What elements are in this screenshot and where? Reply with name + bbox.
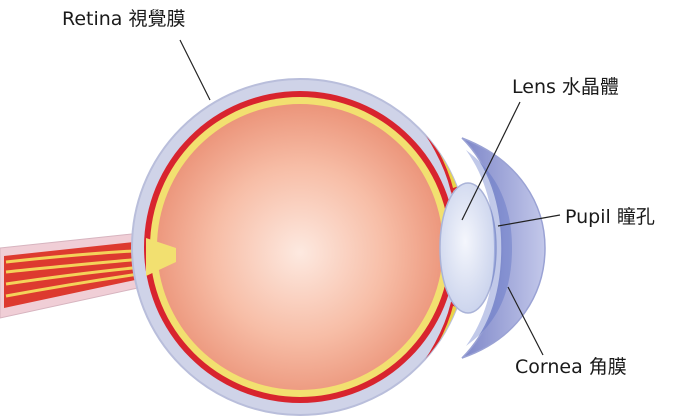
lens-label: Lens 水晶體 bbox=[512, 76, 619, 98]
retina-leader-line bbox=[180, 40, 210, 100]
pupil-label: Pupil 瞳孔 bbox=[565, 206, 655, 228]
retina-label: Retina 視覺膜 bbox=[62, 8, 186, 30]
cornea-label: Cornea 角膜 bbox=[515, 356, 627, 378]
lens bbox=[440, 183, 496, 313]
vitreous-body bbox=[157, 104, 443, 390]
